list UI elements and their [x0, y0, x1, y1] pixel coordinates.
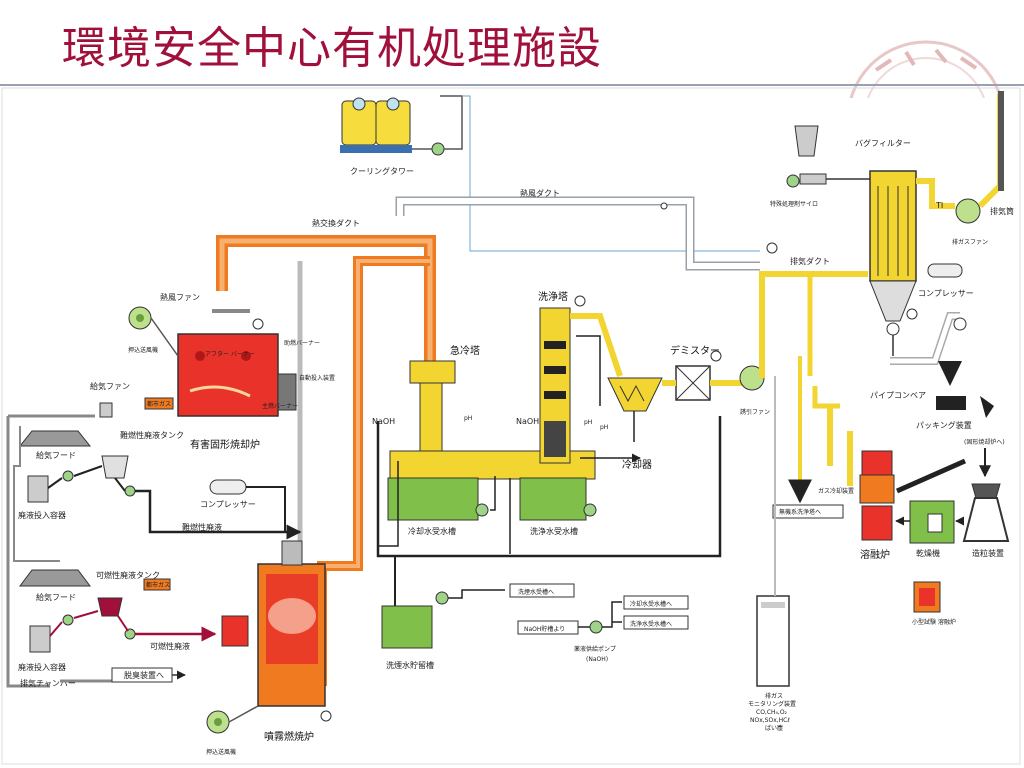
cooling-tank: [387, 477, 479, 521]
packing-icon: [936, 361, 994, 418]
label-supply-hood-1: 給気フード: [36, 450, 76, 460]
label-chem-pump: 薬液供給ポンプ: [574, 645, 616, 653]
monitoring-unit: [756, 595, 790, 687]
label-granulator: 造粒装置: [972, 548, 1004, 558]
washing-tank: [519, 477, 587, 521]
granulator: [962, 483, 1010, 542]
title-divider: [0, 84, 1024, 86]
spray-combustion-furnace: [143, 540, 326, 707]
label-supply-fan: 給気ファン: [90, 381, 130, 391]
supply-fan-valve-icon: [99, 402, 113, 418]
label-exhaust-stack: 排気筒: [990, 206, 1014, 216]
label-forced-fan-bottom: 押込送風機: [206, 748, 236, 756]
label-heat-exchange-duct: 熱交換ダクト: [312, 218, 360, 228]
label-melting-furnace: 溶融炉: [860, 548, 890, 561]
label-aux-burner: 助燃バーナー: [284, 339, 320, 347]
label-naoh-1: NaOH: [372, 417, 395, 426]
label-cooling-tower: クーリングタワー: [350, 166, 414, 176]
label-solid-incinerator: 有害固形焼却炉: [190, 438, 260, 451]
label-monitor-5: ばい塵: [765, 724, 783, 732]
label-small-furnace: 小型試験 溶融炉: [912, 618, 956, 626]
cooling-pump-icon: [431, 142, 445, 156]
label-to-deodorizer: 脱臭装置へ: [124, 670, 164, 680]
label-special-silo: 特殊処理剤サイロ: [770, 200, 818, 208]
label-city-gas-bottom: 都市ガス: [146, 581, 170, 589]
bag-filter: [869, 170, 917, 322]
label-ph-3: pH: [584, 419, 592, 426]
label-monitor-2: モニタリング装置: [748, 700, 796, 708]
pump-icon: [62, 470, 136, 497]
cooling-tower: [340, 97, 412, 153]
label-to-inorganic: 無機系洗浄塔へ: [779, 508, 821, 516]
solid-waste-incinerator: [177, 333, 297, 417]
label-monitor-1: 排ガス: [765, 692, 783, 700]
label-cooler: 冷却器: [622, 458, 652, 471]
label-washing-tank: 洗浄水受水槽: [530, 526, 578, 536]
label-hot-air-duct: 熱風ダクト: [520, 188, 560, 198]
dryer: [909, 500, 955, 544]
label-supply-hood-2: 給気フード: [36, 592, 76, 602]
label-ph-2: pH: [600, 424, 608, 431]
label-hard-waste: 難燃性廃液: [182, 522, 222, 532]
forced-fan-icon: [128, 306, 152, 330]
label-from-naoh: NaOH貯槽より: [524, 625, 565, 633]
label-flammable-tank: 可燃性廃液タンク: [96, 570, 160, 580]
label-induced-fan: 誘引ファン: [740, 408, 770, 416]
label-spray-furnace: 噴霧燃焼炉: [264, 730, 314, 743]
label-monitor-3: CO,CH₄,O₂: [756, 709, 788, 716]
label-flammable-waste: 可燃性廃液: [150, 641, 190, 651]
label-dryer: 乾燥機: [916, 548, 940, 558]
label-to-washing-tank: 洗煙水受槽へ: [518, 588, 554, 596]
label-auto-feeder: 自動投入装置: [299, 374, 335, 382]
special-silo-icon: [794, 125, 827, 185]
label-ph-1: pH: [464, 415, 472, 422]
melting-furnace: [859, 450, 895, 541]
compressor-icon: [209, 479, 247, 495]
label-wash-storage: 洗煙水貯留槽: [386, 660, 434, 670]
label-to-solid-incinerator: (固形焼却炉へ): [964, 438, 1005, 446]
label-waste-container-1: 廃液投入容器: [18, 510, 66, 520]
label-ti: TI: [935, 201, 943, 210]
compressor-right-icon: [927, 263, 963, 278]
label-compressor-left: コンプレッサー: [200, 500, 256, 509]
label-exhaust-fan: 排ガスファン: [952, 238, 988, 246]
demister: [675, 365, 711, 401]
label-bag-filter: バグフィルター: [855, 138, 911, 148]
flammable-tank-icon: [97, 597, 123, 617]
label-hard-waste-tank: 難燃性廃液タンク: [120, 430, 184, 440]
label-cooling-tank: 冷却水受水槽: [408, 526, 456, 536]
exhaust-fan-icon: [955, 198, 981, 224]
small-furnace: [913, 581, 941, 613]
label-quench: 急冷塔: [450, 344, 480, 357]
label-demister: デミスター: [670, 344, 720, 357]
label-afterburner: アフター バーナー: [205, 350, 255, 358]
label-main-burner: 主燃バーナー: [262, 402, 298, 410]
label-gas-cooler: ガス冷却装置: [818, 487, 854, 495]
label-forced-fan-top: 押込送風機: [128, 346, 158, 354]
label-hot-air-fan: 熱風ファン: [160, 292, 200, 302]
slide-title: 環境安全中心有机処理施設: [62, 23, 602, 74]
university-seal-watermark: [849, 40, 1003, 98]
washing-tower: [539, 307, 571, 464]
label-to-cooling-tank: 冷却水受水槽へ: [630, 600, 672, 608]
label-compressor: コンプレッサー: [918, 289, 974, 298]
label-naoh-2: NaOH: [516, 417, 539, 426]
label-packing: パッキング装置: [916, 420, 972, 430]
label-pipe-conveyor: パイプコンベア: [870, 391, 926, 400]
label-chem-pump-sub: (NaOH): [586, 656, 608, 663]
label-city-gas-top: 都市ガス: [147, 400, 171, 408]
label-exhaust-chamber: 排気チャンバー: [20, 678, 76, 688]
forced-fan-bottom-icon: [206, 710, 230, 734]
wash-storage-tank: [381, 605, 433, 649]
hard-waste-tank-icon: [101, 455, 129, 479]
label-to-washing-tank2: 洗浄水受水槽へ: [630, 620, 672, 628]
label-washing-tower: 洗浄塔: [538, 290, 568, 303]
process-flow-diagram: クーリングタワー 熱風ダクト 熱交換ダクト アフター バーナー 助燃バーナー 自…: [1, 87, 1021, 765]
label-monitor-4: NOx,SOx,HCℓ: [750, 717, 790, 724]
label-waste-container-2: 廃液投入容器: [18, 662, 66, 672]
label-exhaust-duct: 排気ダクト: [790, 256, 830, 266]
